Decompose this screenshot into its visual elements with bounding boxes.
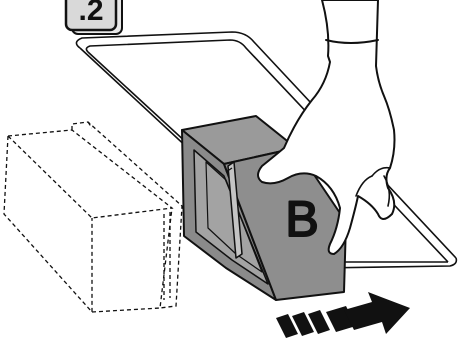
step-badge: .2 bbox=[66, 0, 122, 34]
box-letter-label: B bbox=[285, 191, 318, 247]
ghost-box-outline bbox=[4, 122, 182, 312]
step-number: .2 bbox=[78, 0, 103, 27]
arrow-right-icon bbox=[276, 292, 410, 338]
